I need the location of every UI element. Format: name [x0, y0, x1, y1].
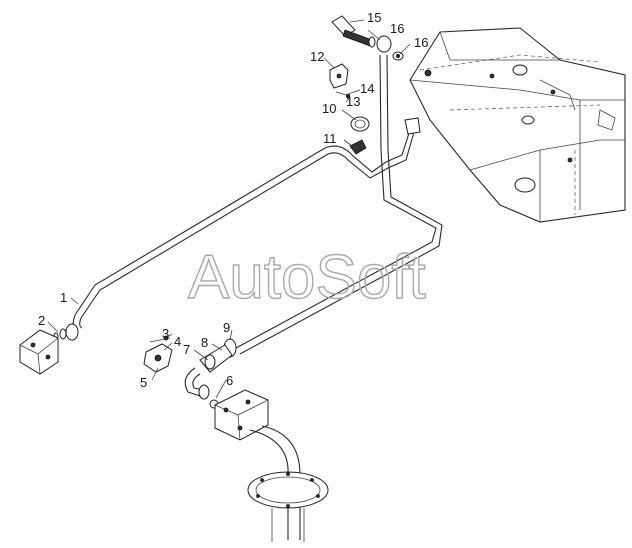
fuel-intake	[214, 389, 329, 542]
callout-2: 2	[38, 313, 45, 328]
callout-labels: 1 2 3 4 5 6 7 8 9 10 11 12 13 14 15 16 1…	[38, 10, 428, 390]
callout-1: 1	[60, 290, 67, 305]
callout-15: 15	[367, 10, 381, 25]
supply-pipe-upper	[74, 117, 421, 319]
callout-5: 5	[140, 375, 147, 390]
callout-7: 7	[183, 342, 190, 357]
leader-lines	[47, 19, 411, 399]
callout-12: 12	[310, 49, 324, 64]
callout-16a: 16	[390, 21, 404, 36]
clip-parts	[329, 63, 370, 155]
callout-11: 11	[323, 131, 337, 146]
callout-8: 8	[201, 335, 208, 350]
callout-9: 9	[223, 320, 230, 335]
fuel-tank	[409, 27, 626, 223]
middle-fitting-assembly	[143, 335, 237, 409]
callout-10: 10	[322, 101, 336, 116]
callout-6: 6	[226, 373, 233, 388]
callout-16b: 16	[414, 35, 428, 50]
callout-14: 14	[360, 81, 374, 96]
callout-3: 3	[162, 326, 169, 341]
callout-4: 4	[174, 334, 181, 349]
callout-13: 13	[346, 94, 360, 109]
left-fitting-assembly	[19, 314, 83, 375]
return-pipe	[235, 54, 443, 355]
watermark-text: AutoSoft	[188, 243, 426, 312]
